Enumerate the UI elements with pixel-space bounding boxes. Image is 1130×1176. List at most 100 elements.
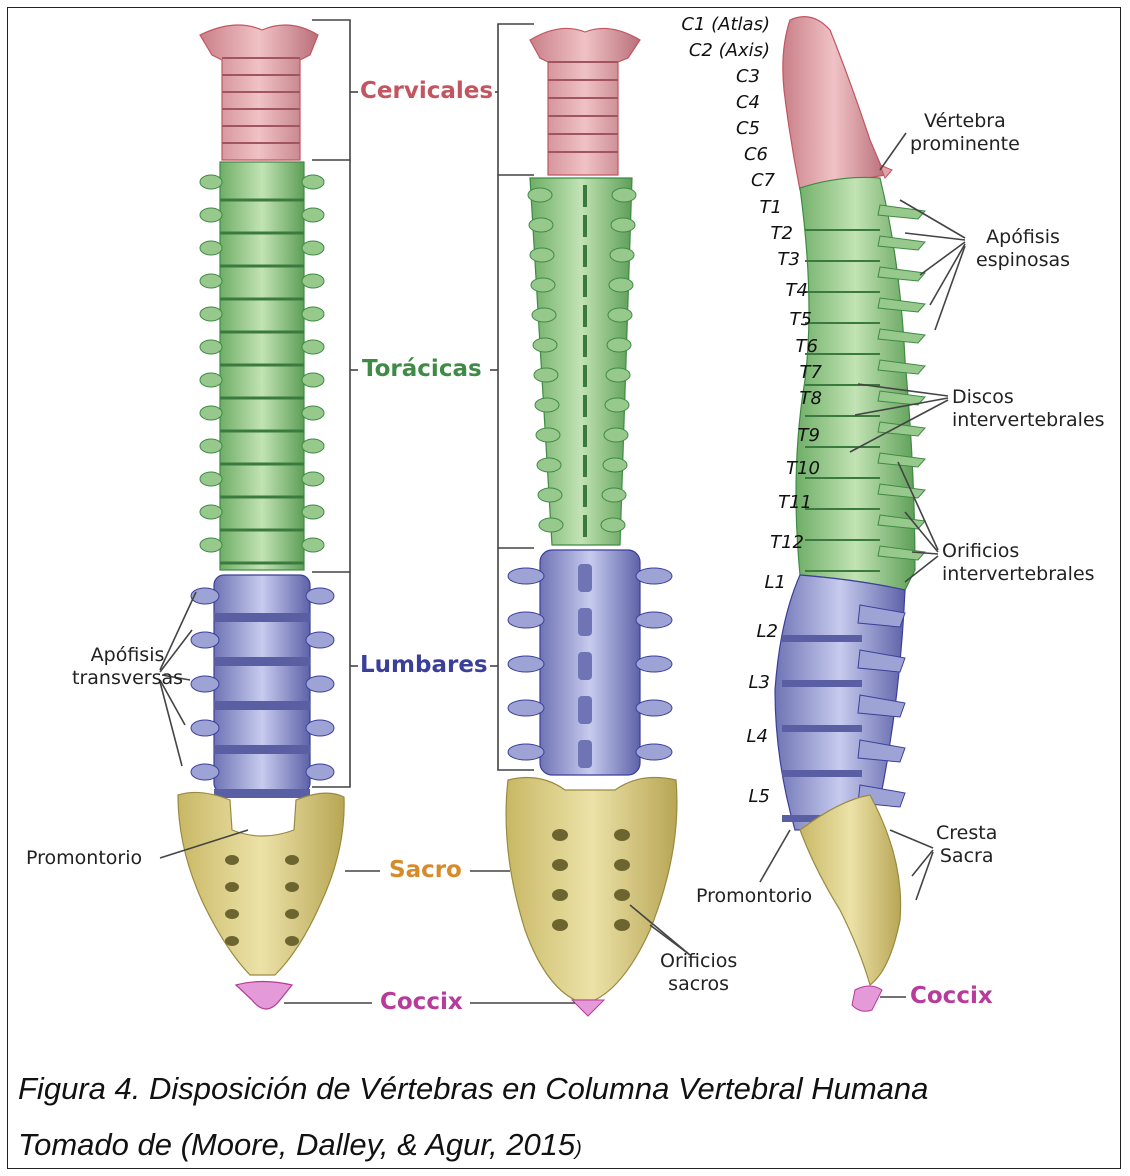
lumbar-transverse-process — [306, 764, 334, 780]
lumbar-spinous-process — [578, 696, 592, 724]
thoracic-rib-head — [200, 241, 222, 255]
lumbar-transverse-process — [191, 764, 219, 780]
coccyx — [236, 982, 292, 1010]
posterior-spine — [506, 28, 677, 1016]
anterior-spine — [178, 25, 344, 1009]
vertebra-label-t3: T3 — [778, 249, 800, 270]
sacrum — [800, 795, 901, 985]
thoracic-transverse-process — [609, 278, 633, 292]
lumbar-transverse-process — [508, 700, 544, 716]
lumbar-disc — [782, 770, 862, 777]
thoracic-transverse-process — [605, 398, 629, 412]
cervical-block — [783, 17, 885, 190]
thoracic-transverse-process — [534, 368, 558, 382]
vertebra-label-c7: C7 — [751, 170, 775, 191]
thoracic-transverse-process — [607, 338, 631, 352]
vertebra-label-l4: L4 — [747, 726, 768, 747]
thoracic-transverse-process — [602, 488, 626, 502]
label-promontorio-anterior: Promontorio — [26, 847, 142, 870]
thoracic-rib-head — [200, 505, 222, 519]
sacral-foramen — [552, 919, 568, 931]
lumbar-transverse-process — [508, 744, 544, 760]
thoracic-transverse-process — [530, 248, 554, 262]
thoracic-rib-head — [200, 406, 222, 420]
vertebra-label-l1: L1 — [765, 572, 786, 593]
vertebra-label-c3: C3 — [736, 66, 760, 87]
lumbar-disc — [782, 725, 862, 732]
figure-source-paren: ) — [575, 1138, 582, 1160]
lumbar-transverse-process — [508, 612, 544, 628]
vertebra-label-t10: T10 — [786, 458, 820, 479]
thoracic-rib-head — [200, 472, 222, 486]
lumbar-spinous-process — [578, 608, 592, 636]
sacrum — [506, 778, 677, 1000]
lumbar-disc — [782, 680, 862, 687]
thoracic-rib-head — [302, 307, 324, 321]
thoracic-transverse-process — [608, 308, 632, 322]
sacral-foramen — [225, 936, 239, 946]
vertebra-label-c1: C1 (Atlas) — [681, 14, 770, 35]
thoracic-rib-head — [200, 373, 222, 387]
figure-source-text: Tomado de (Moore, Dalley, & Agur, 2015 — [18, 1127, 575, 1162]
sacral-foramen — [614, 889, 630, 901]
sacral-foramen — [552, 829, 568, 841]
vertebra-label-t4: T4 — [786, 280, 808, 301]
thoracic-transverse-process — [536, 428, 560, 442]
region-coccix: Coccix — [378, 989, 465, 1015]
sacral-foramen — [225, 909, 239, 919]
lumbar-transverse-process — [306, 720, 334, 736]
vertebra-label-t1: T1 — [760, 197, 782, 218]
vertebra-label-t6: T6 — [796, 336, 818, 357]
figure-caption: Figura 4. Disposición de Vértebras en Co… — [18, 1071, 928, 1107]
region-lumbares: Lumbares — [358, 652, 490, 678]
thoracic-rib-head — [302, 208, 324, 222]
lumbar-block — [214, 575, 310, 793]
thoracic-transverse-process — [601, 518, 625, 532]
sacral-foramen — [552, 889, 568, 901]
lumbar-transverse-process — [191, 676, 219, 692]
label-vertebra-prominente: Vértebraprominente — [910, 110, 1020, 156]
vertebra-label-l2: L2 — [757, 621, 778, 642]
lumbar-transverse-process — [636, 744, 672, 760]
sacral-foramen — [285, 909, 299, 919]
lumbar-spinous-process — [578, 564, 592, 592]
thoracic-transverse-process — [529, 218, 553, 232]
thoracic-rib-head — [302, 340, 324, 354]
lumbar-transverse-process — [636, 568, 672, 584]
lumbar-transverse-process — [306, 676, 334, 692]
vertebra-label-c5: C5 — [736, 118, 760, 139]
thoracic-transverse-process — [537, 458, 561, 472]
thoracic-rib-head — [302, 472, 324, 486]
thoracic-rib-head — [302, 274, 324, 288]
label-promontorio-lateral: Promontorio — [696, 885, 812, 908]
thoracic-transverse-process — [606, 368, 630, 382]
thoracic-rib-head — [302, 373, 324, 387]
thoracic-rib-head — [302, 406, 324, 420]
vertebra-label-t2: T2 — [771, 223, 793, 244]
vertebra-label-t9: T9 — [798, 425, 820, 446]
thoracic-transverse-process — [535, 398, 559, 412]
thoracic-transverse-process — [539, 518, 563, 532]
sacral-foramen — [614, 829, 630, 841]
figure-source: Tomado de (Moore, Dalley, & Agur, 2015) — [18, 1127, 582, 1163]
cervical-block — [530, 28, 640, 175]
sacral-foramen — [225, 882, 239, 892]
thoracic-rib-head — [200, 340, 222, 354]
lumbar-disc — [782, 635, 862, 642]
region-cervicales: Cervicales — [358, 78, 495, 104]
lumbar-transverse-process — [191, 632, 219, 648]
lumbar-transverse-process — [306, 632, 334, 648]
vertebra-label-c4: C4 — [736, 92, 760, 113]
vertebra-label-t5: T5 — [790, 309, 812, 330]
sacral-foramen — [285, 882, 299, 892]
vertebra-label-c6: C6 — [744, 144, 768, 165]
label-orificios-intervertebrales: Orificiosintervertebrales — [942, 540, 1095, 586]
sacral-foramen — [614, 859, 630, 871]
thoracic-transverse-process — [610, 248, 634, 262]
vertebra-label-l5: L5 — [749, 786, 770, 807]
region-toracicas: Torácicas — [360, 356, 484, 382]
